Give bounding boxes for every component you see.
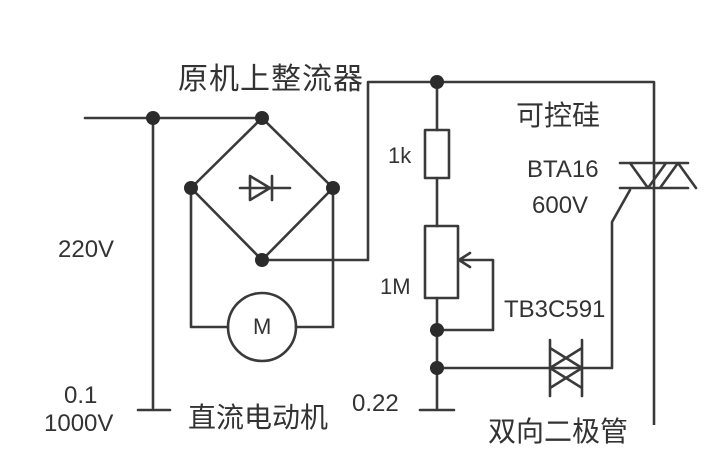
- label-dc-motor: 直流电动机: [188, 401, 329, 434]
- resistor-1k: [423, 128, 451, 180]
- junction-dots: [146, 75, 444, 375]
- dc-motor-symbol: [226, 291, 298, 363]
- label-resistor-1k: 1k: [388, 143, 412, 168]
- label-scr: 可控硅: [516, 99, 601, 132]
- diac-symbol: [548, 338, 584, 398]
- wire-bridge-to-control: [260, 80, 656, 425]
- label-mains: 220V: [58, 236, 115, 263]
- wire-diac: [435, 188, 632, 370]
- bridge-diode: [238, 174, 292, 202]
- label-scr-voltage: 600V: [532, 192, 589, 219]
- wire-motor-loop: [189, 186, 335, 329]
- label-cap-right-value: 0.22: [352, 390, 399, 417]
- circuit-diagram: 原机上整流器 可控硅 BTA16 600V 1k 1M TB3C591 220V…: [44, 62, 698, 448]
- label-cap-left-value: 0.1: [64, 382, 98, 409]
- schematic-drawing: [83, 75, 698, 425]
- label-motor-m: M: [253, 314, 272, 339]
- label-cap-left-voltage: 1000V: [44, 410, 114, 437]
- label-rectifier: 原机上整流器: [178, 62, 364, 97]
- potentiometer-1m: [423, 224, 460, 300]
- label-diac: TB3C591: [504, 296, 606, 323]
- pot-wiper: [435, 251, 495, 332]
- triac-symbol: [618, 161, 698, 190]
- label-pot-1m: 1M: [380, 274, 411, 299]
- label-trigger: 双向二极管: [488, 415, 629, 448]
- label-scr-model: BTA16: [527, 156, 599, 183]
